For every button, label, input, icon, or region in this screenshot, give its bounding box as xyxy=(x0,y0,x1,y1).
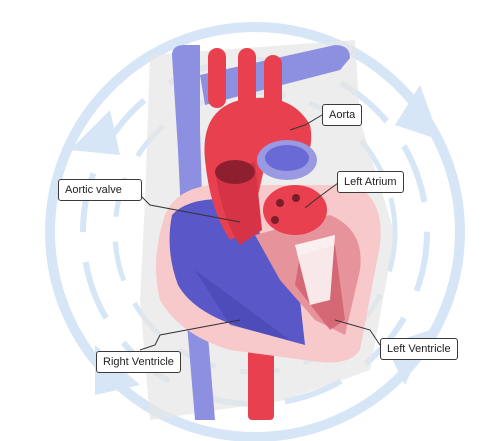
pulmonary-vein-opening-1 xyxy=(276,199,284,207)
label-aortic-valve: Aortic valve xyxy=(58,179,142,201)
label-left-ventricle: Left Ventricle xyxy=(380,338,458,360)
pulmonary-artery-opening xyxy=(265,145,309,171)
left-atrium xyxy=(263,185,327,235)
label-right-ventricle: Right Ventricle xyxy=(96,351,181,373)
aortic-valve-opening xyxy=(215,160,255,184)
pulmonary-vein-opening-2 xyxy=(292,194,300,202)
arch-branch-1 xyxy=(208,48,226,108)
label-left-atrium: Left Atrium xyxy=(337,171,404,193)
pulmonary-vein-opening-3 xyxy=(271,216,279,224)
label-aorta: Aorta xyxy=(322,104,362,126)
